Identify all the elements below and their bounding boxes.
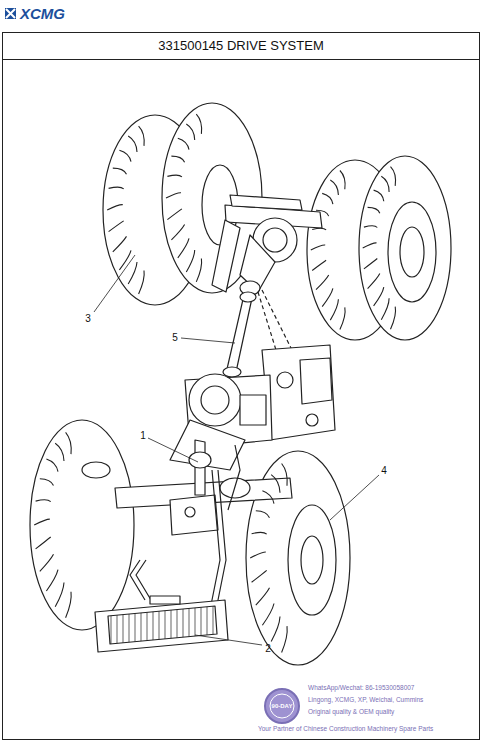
tread-stroke — [374, 287, 384, 306]
tread-stroke — [374, 190, 384, 201]
callout-number: 3 — [85, 313, 91, 324]
tread-stroke — [330, 180, 338, 195]
leader-lines — [94, 255, 379, 645]
tread-stroke — [368, 207, 380, 213]
tread-stroke — [282, 626, 288, 652]
tread-stroke — [139, 126, 145, 146]
tread-stroke — [252, 532, 267, 534]
tread-stroke — [171, 156, 184, 162]
tread-stroke — [139, 271, 145, 294]
tread-stroke — [364, 226, 377, 228]
tread-stroke — [381, 176, 389, 192]
tread-stroke — [262, 491, 274, 504]
brand-logo: XCMG — [20, 6, 65, 23]
tread-stroke — [186, 250, 194, 272]
tread-stroke — [166, 193, 181, 198]
tread-stroke — [178, 138, 189, 150]
callout-number: 2 — [265, 643, 271, 654]
tread-stroke — [119, 150, 131, 162]
rear-axle — [212, 195, 322, 295]
diagram-title: 331500145 DRIVE SYSTEM — [158, 39, 323, 53]
tread-stroke — [113, 236, 127, 252]
tread-stroke — [66, 432, 72, 454]
tread-stroke — [46, 570, 58, 591]
tread-stroke — [256, 588, 270, 605]
tread-stroke — [178, 238, 189, 257]
tread-stroke — [256, 511, 270, 518]
tire-tread — [34, 114, 395, 652]
watermark-text: WhatsApp/Wechat: 86-19530058007 — [308, 684, 414, 691]
tread-stroke — [381, 298, 389, 319]
oil-pipes — [130, 445, 240, 610]
tread-stroke — [55, 583, 64, 607]
tread-stroke — [271, 617, 280, 642]
tread-stroke — [363, 243, 377, 248]
tread-stroke — [40, 479, 54, 486]
tread-stroke — [282, 464, 288, 486]
watermark-text: Original quality & OEM quality — [308, 708, 394, 715]
tread-stroke — [368, 274, 380, 289]
tread-stroke — [109, 187, 124, 189]
tread-stroke — [311, 245, 325, 250]
tread-stroke — [128, 262, 137, 284]
watermark-text: Lingong, XCMG, XP, Weichai, Cummins — [308, 696, 423, 703]
frame — [3, 33, 480, 740]
tread-stroke — [322, 288, 333, 306]
tread-stroke — [40, 554, 54, 571]
tread-stroke — [36, 537, 51, 549]
tread-stroke — [316, 275, 329, 290]
tread-stroke — [340, 307, 345, 329]
tread-stroke — [171, 224, 184, 240]
tread-stroke — [271, 475, 280, 493]
front-axle — [30, 420, 350, 665]
tread-stroke — [262, 604, 274, 626]
tread-stroke — [252, 570, 267, 582]
tread-stroke — [312, 260, 326, 270]
tread-stroke — [322, 193, 333, 204]
tread-stroke — [364, 259, 377, 269]
tread-stroke — [107, 205, 123, 210]
callout-number: 4 — [381, 465, 387, 476]
tread-stroke — [196, 114, 201, 134]
logo-icon — [5, 8, 16, 19]
header-rule — [3, 59, 480, 60]
tread-stroke — [66, 592, 72, 618]
tread-stroke — [34, 519, 50, 525]
tread-stroke — [330, 299, 338, 320]
tread-stroke — [167, 209, 182, 220]
tread-stroke — [312, 228, 326, 230]
watermark-badge-text: 90-DAY — [272, 703, 293, 710]
tread-stroke — [113, 168, 127, 174]
callout-number: 1 — [140, 430, 146, 441]
tread-stroke — [340, 171, 345, 190]
callout-number: 5 — [172, 332, 178, 343]
rear-tires — [103, 103, 451, 340]
tread-stroke — [391, 167, 396, 186]
tread-stroke — [55, 443, 64, 461]
tread-stroke — [119, 250, 131, 269]
tread-stroke — [167, 175, 182, 177]
oil-cooler — [95, 596, 228, 652]
tread-stroke — [46, 459, 58, 472]
watermark-badge — [265, 689, 299, 723]
tread-stroke — [36, 500, 51, 502]
tread-stroke — [250, 552, 266, 558]
tread-stroke — [186, 124, 194, 140]
tread-stroke — [109, 221, 124, 232]
tread-stroke — [196, 259, 201, 282]
watermark-text: Your Partner of Chinese Construction Mac… — [258, 725, 433, 732]
tread-stroke — [316, 210, 329, 216]
tread-stroke — [128, 136, 137, 152]
tread-stroke — [391, 307, 396, 330]
